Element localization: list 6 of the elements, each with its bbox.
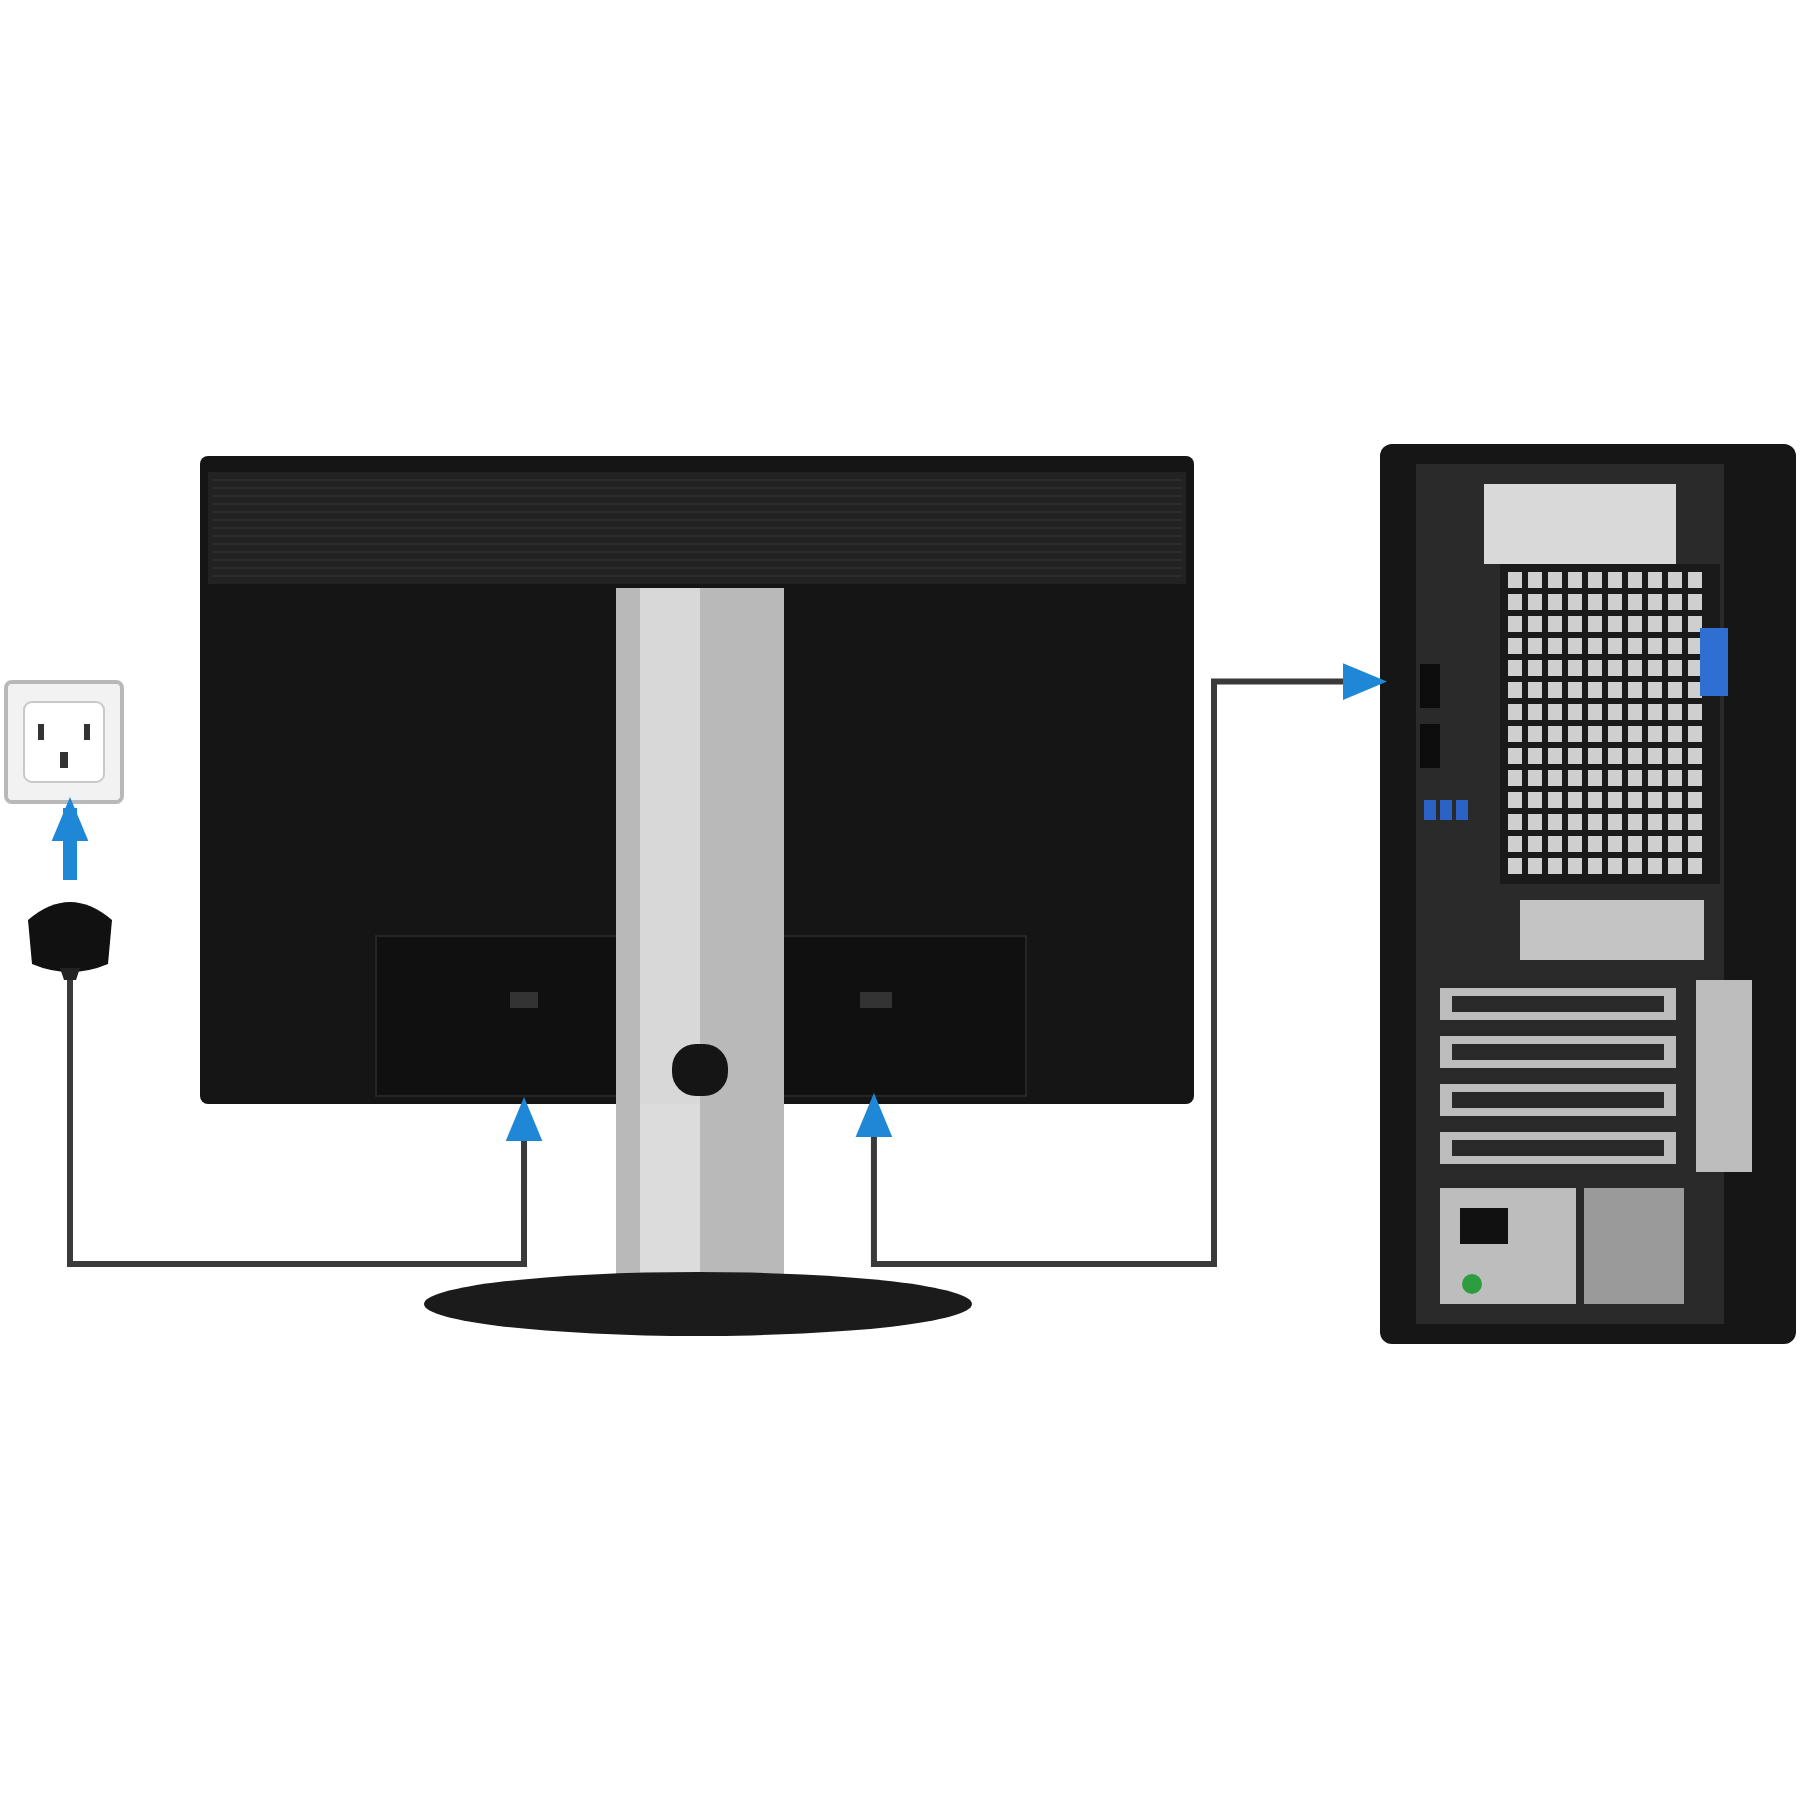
- wall-outlet-picture: [4, 680, 124, 804]
- monitor-picture: [200, 456, 1194, 1104]
- cable: [855, 663, 1387, 1267]
- cable: [67, 980, 543, 1267]
- arrow: [51, 797, 89, 880]
- computer-tower-picture: [1380, 444, 1796, 1344]
